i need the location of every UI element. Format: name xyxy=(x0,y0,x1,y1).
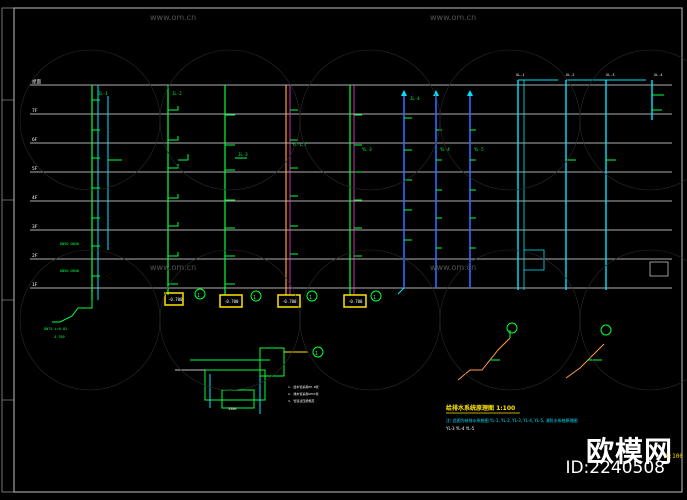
svg-text:DN50 DN40: DN50 DN40 xyxy=(60,269,79,273)
riser-yl5: YL-5 xyxy=(467,90,484,288)
drawing-frame xyxy=(13,7,683,493)
svg-text:3300: 3300 xyxy=(228,407,236,411)
floor-label: 3F xyxy=(32,224,38,230)
svg-text:www.om.cn: www.om.cn xyxy=(150,263,196,272)
riser-jl2: JL-2 1 -0.700 xyxy=(164,85,206,306)
svg-text:1: 1 xyxy=(197,293,200,299)
floor-label: 4F xyxy=(32,195,38,201)
riser-xl4: XL-4 xyxy=(649,73,669,277)
grade-mark: -0.700 xyxy=(282,299,297,304)
svg-text:www.om.cn: www.om.cn xyxy=(430,13,476,22)
riser-label: JL-2 xyxy=(172,91,182,96)
iso-detail-1 xyxy=(457,322,518,381)
riser-label: XL-3 xyxy=(606,73,614,77)
riser-label: XL-1 xyxy=(516,73,524,77)
riser-label: YL-5 xyxy=(474,147,484,152)
system-title: 给排水系统原理图 1:100 xyxy=(446,404,515,412)
riser-jl1: JL-1 DN50 DN40 DN50 DN40 DN75 i=0.02 -4.… xyxy=(44,85,122,339)
watermark-pattern xyxy=(19,49,687,391)
riser-jl4: JL-4 xyxy=(397,90,420,295)
note-line-1: 注: 此图为给排水系统图 YL-1, YL-2, YL-3, YL-4, YL-… xyxy=(446,417,578,423)
floor-label: 1F xyxy=(32,282,38,288)
riser-yl12: YL-1,2 1 -0.700 xyxy=(277,85,318,308)
svg-text:www.om.cn: www.om.cn xyxy=(150,13,196,22)
riser-yl4: YL-4 xyxy=(433,90,450,288)
note-line-2: YL-3 YL-4 YL-5 xyxy=(445,426,475,431)
riser-label: XL-4 xyxy=(654,73,662,77)
riser-xl3: XL-3 xyxy=(605,73,646,290)
riser-xl1: XL-1 xyxy=(516,73,558,290)
svg-text:3. 管道试压按规范: 3. 管道试压按规范 xyxy=(288,398,314,403)
title-strip xyxy=(1,7,15,493)
riser-label: XL-2 xyxy=(566,73,574,77)
floor-label-group: 屋面 7F 6F 5F 4F 3F 2F 1F xyxy=(32,79,41,288)
riser-xl2: XL-2 xyxy=(565,73,606,290)
grade-mark: -0.700 xyxy=(224,299,239,304)
floor-label: 2F xyxy=(32,253,38,259)
riser-label: YL-4 xyxy=(440,147,450,152)
watermark-text: www.om.cn www.om.cn www.om.cn www.om.cn xyxy=(150,13,476,272)
svg-text:1. 给水管采用PP-R管: 1. 给水管采用PP-R管 xyxy=(288,384,319,389)
pump-detail: 1 3300 1. 给水管采用PP-R管 2. 排水管采用UPVC管 3. 管道… xyxy=(175,346,324,414)
brand-id: ID:2240508 xyxy=(565,458,665,478)
svg-text:1: 1 xyxy=(315,351,318,357)
brand-logo-text: 欧模网 xyxy=(585,435,673,468)
floor-lines xyxy=(30,84,672,289)
svg-text:DN50 DN40: DN50 DN40 xyxy=(60,242,79,246)
riser-yl3: YL-3 1 -0.700 xyxy=(343,85,382,308)
svg-text:www.om.cn: www.om.cn xyxy=(430,263,476,272)
iso-detail-2 xyxy=(565,324,612,379)
svg-text:-4.700: -4.700 xyxy=(52,335,65,339)
floor-label: 7F xyxy=(32,108,38,114)
floor-label: 6F xyxy=(32,137,38,143)
svg-text:1: 1 xyxy=(373,295,376,301)
svg-text:DN75 i=0.02: DN75 i=0.02 xyxy=(44,327,67,331)
svg-text:2. 排水管采用UPVC管: 2. 排水管采用UPVC管 xyxy=(288,391,319,396)
svg-text:1: 1 xyxy=(253,295,256,301)
grade-mark: -0.700 xyxy=(348,299,363,304)
grade-mark: -0.700 xyxy=(168,297,183,302)
riser-label: JL-3 xyxy=(238,152,248,157)
riser-label: YL-1,2 xyxy=(292,142,307,147)
riser-jl3: JL-3 1 -0.700 xyxy=(219,85,262,308)
floor-label: 5F xyxy=(32,166,38,172)
floor-label: 屋面 xyxy=(32,79,41,85)
riser-label: JL-4 xyxy=(410,96,420,101)
svg-text:1: 1 xyxy=(309,295,312,301)
riser-label: YL-3 xyxy=(362,147,372,152)
scale-label: 1:100 xyxy=(664,453,683,460)
riser-label: JL-1 xyxy=(98,91,108,96)
